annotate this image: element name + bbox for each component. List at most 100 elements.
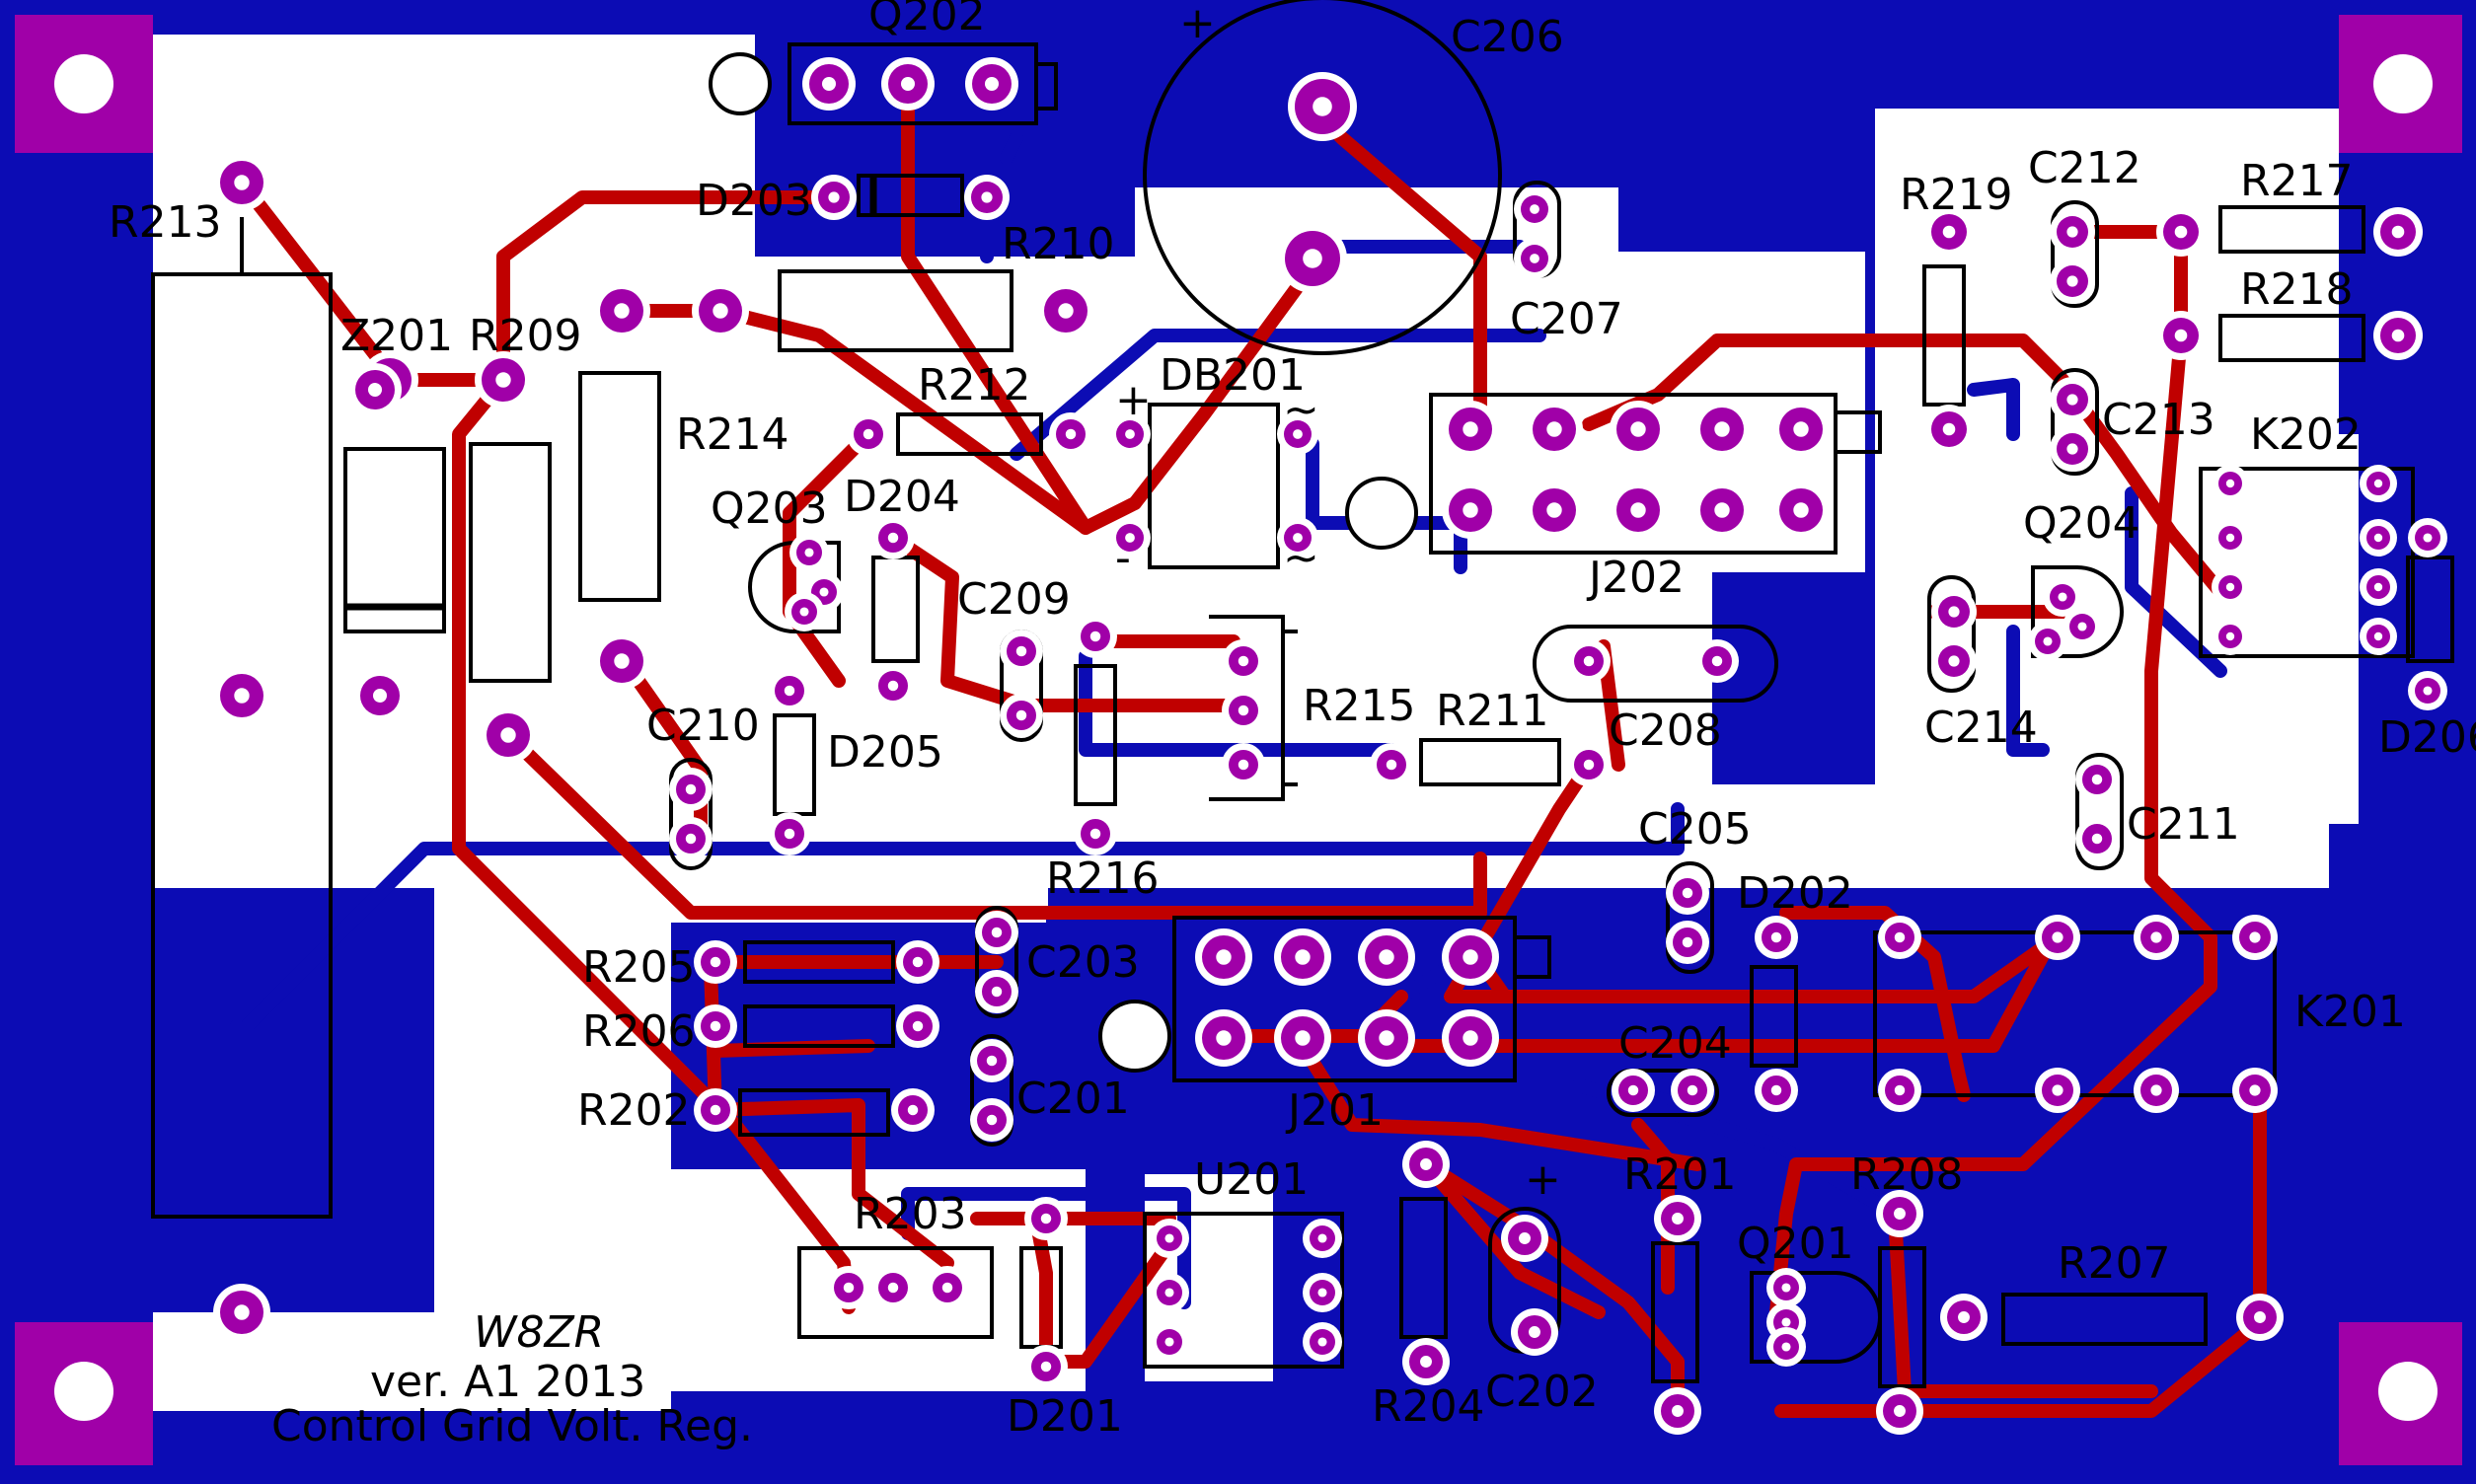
- drill-hole: [1216, 949, 1232, 965]
- drill-hole: [2249, 1084, 2261, 1096]
- drill-hole: [887, 680, 899, 692]
- drill-hole: [1546, 502, 1562, 518]
- drill-hole: [1519, 1232, 1531, 1244]
- drill-hole: [1015, 645, 1027, 657]
- drill-hole: [986, 1055, 998, 1067]
- drill-hole: [907, 1104, 919, 1116]
- label-r205: R205: [582, 942, 696, 993]
- label-q202: Q202: [868, 0, 986, 40]
- board-author: W8ZR: [474, 1307, 604, 1358]
- drill-hole: [1015, 709, 1027, 721]
- label-c213: C213: [2102, 395, 2215, 445]
- drill-hole: [843, 1282, 855, 1294]
- board-version: ver. A1 2013: [370, 1357, 645, 1407]
- drill-hole: [710, 956, 721, 968]
- drill-hole: [1164, 1233, 1174, 1243]
- drill-hole: [2052, 931, 2063, 943]
- drill-hole: [1058, 303, 1074, 319]
- label-c201: C201: [1016, 1074, 1130, 1124]
- drill-hole: [1164, 1337, 1174, 1347]
- label-c206: C206: [1451, 12, 1564, 62]
- label-r213: R213: [109, 197, 222, 248]
- drill-hole: [1040, 1213, 1052, 1224]
- drill-hole: [863, 428, 874, 440]
- drill-hole: [2373, 533, 2383, 543]
- drill-hole: [1894, 1405, 1906, 1417]
- mounting-holes: [15, 15, 2462, 1465]
- label-q201: Q201: [1737, 1219, 1854, 1269]
- drill-hole: [1672, 1405, 1684, 1417]
- drill-hole: [2249, 931, 2261, 943]
- drill-hole: [495, 372, 511, 388]
- drill-hole: [1293, 533, 1303, 543]
- label-r201: R201: [1623, 1150, 1737, 1200]
- label-r207: R207: [2058, 1238, 2171, 1289]
- drill-hole: [1948, 655, 1960, 667]
- drill-hole: [2091, 774, 2103, 785]
- drill-hole: [1583, 759, 1595, 771]
- drill-hole: [784, 828, 795, 840]
- drill-hole: [1379, 949, 1394, 965]
- drill-hole: [1379, 1030, 1394, 1046]
- drill-hole: [2225, 479, 2235, 488]
- label-r203: R203: [854, 1189, 967, 1239]
- drill-hole: [1530, 254, 1539, 263]
- drill-hole: [1948, 606, 1960, 618]
- drill-hole: [1386, 759, 1397, 771]
- drill-hole: [2058, 592, 2067, 602]
- drill-hole: [713, 303, 728, 319]
- drill-hole: [685, 833, 697, 845]
- drill-hole: [373, 689, 387, 703]
- drill-hole: [1295, 949, 1311, 965]
- drill-hole: [1583, 655, 1595, 667]
- drill-hole: [1303, 249, 1322, 268]
- label-j201: J201: [1285, 1085, 1384, 1136]
- label-c207: C207: [1510, 294, 1623, 344]
- drill-hole: [1714, 421, 1730, 437]
- drill-hole: [1687, 1084, 1698, 1096]
- pads: [213, 57, 2447, 1435]
- drill-hole: [1317, 1288, 1327, 1298]
- label-c205: C205: [1638, 804, 1752, 854]
- minus-mark-db201: -: [1115, 533, 1131, 583]
- label-k202: K202: [2250, 409, 2362, 460]
- drill-hole: [1781, 1317, 1791, 1327]
- drill-hole: [981, 191, 993, 203]
- drill-hole: [500, 727, 516, 743]
- label-d203: D203: [696, 176, 812, 226]
- drill-hole: [1317, 1337, 1327, 1347]
- drill-hole: [1238, 759, 1249, 771]
- transistor-tabs: [709, 52, 1418, 1073]
- drill-hole: [804, 548, 814, 557]
- label-r215: R215: [1303, 681, 1416, 731]
- drill-hole: [368, 383, 382, 397]
- drill-hole: [985, 77, 999, 91]
- drill-hole: [2373, 631, 2383, 641]
- drill-hole: [1529, 1326, 1540, 1338]
- drill-hole: [1894, 1208, 1906, 1220]
- label-c208: C208: [1609, 705, 1722, 756]
- drill-hole: [887, 532, 899, 544]
- drill-hole: [2150, 931, 2162, 943]
- plus-mark-c206: +: [1179, 0, 1216, 48]
- drill-hole: [2423, 686, 2433, 696]
- label-r212: R212: [918, 360, 1031, 410]
- drill-hole: [2052, 1084, 2063, 1096]
- label-d206: D206: [2378, 712, 2476, 763]
- label-r216: R216: [1046, 853, 1160, 904]
- drill-hole: [819, 587, 829, 597]
- label-d201: D201: [1007, 1391, 1123, 1442]
- drill-hole: [1420, 1158, 1432, 1170]
- drill-hole: [912, 956, 924, 968]
- drill-hole: [901, 77, 915, 91]
- label-c211: C211: [2127, 799, 2240, 850]
- mounting-hole-top-left: [15, 15, 153, 153]
- drill-hole: [1125, 429, 1135, 439]
- drill-hole: [614, 303, 630, 319]
- drill-hole: [1463, 1030, 1478, 1046]
- ac-mark-bottom: ~: [1283, 533, 1319, 583]
- drill-hole: [2043, 636, 2053, 646]
- plus-mark-db201: +: [1115, 375, 1152, 425]
- label-r209: R209: [469, 311, 582, 361]
- drill-hole: [2150, 1084, 2162, 1096]
